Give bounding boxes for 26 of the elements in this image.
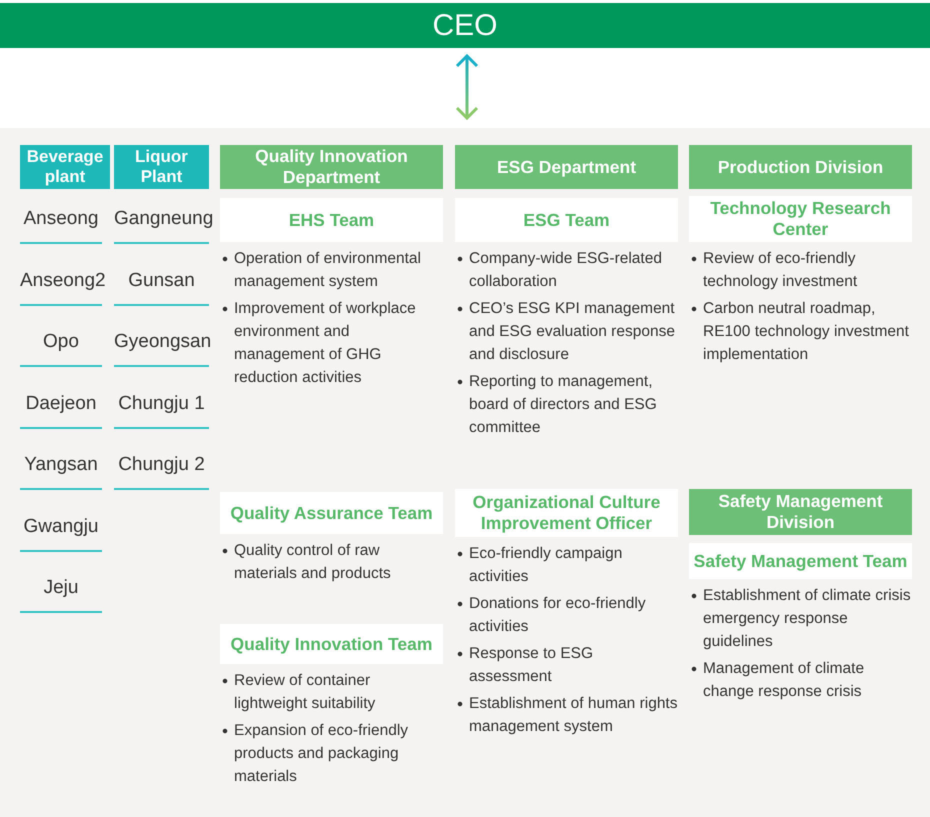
plant-name: Gwangju xyxy=(20,504,102,552)
plant-name: Opo xyxy=(20,319,102,367)
plant-name: Jeju xyxy=(20,565,102,613)
department-header: Safety Management Division xyxy=(689,489,912,535)
double-arrow xyxy=(456,54,478,120)
team-box: Safety Management Team xyxy=(689,543,912,579)
plant-header: Liquor Plant xyxy=(114,145,209,189)
plant-header: Beverage plant xyxy=(20,145,110,189)
team-box: Organizational Culture Improvement Officer xyxy=(455,489,678,537)
ceo-bar: CEO xyxy=(0,3,930,48)
panel-background xyxy=(0,128,930,817)
plant-name: Daejeon xyxy=(20,380,102,428)
department-header: Quality Innovation Department xyxy=(220,145,443,189)
plant-name: Gyeongsan xyxy=(114,319,209,367)
plant-name: Chungju 2 xyxy=(114,442,209,490)
plant-name: Yangsan xyxy=(20,442,102,490)
plant-name: Chungju 1 xyxy=(114,380,209,428)
team-box: ESG Team xyxy=(455,198,678,242)
team-box: Quality Innovation Team xyxy=(220,624,443,664)
team-box: Quality Assurance Team xyxy=(220,492,443,534)
department-header: ESG Department xyxy=(455,145,678,189)
department-header: Production Division xyxy=(689,145,912,189)
plant-name: Gunsan xyxy=(114,258,209,306)
team-box: EHS Team xyxy=(220,198,443,242)
plant-name: Anseong xyxy=(20,196,102,244)
team-box: Technology Research Center xyxy=(689,196,912,242)
